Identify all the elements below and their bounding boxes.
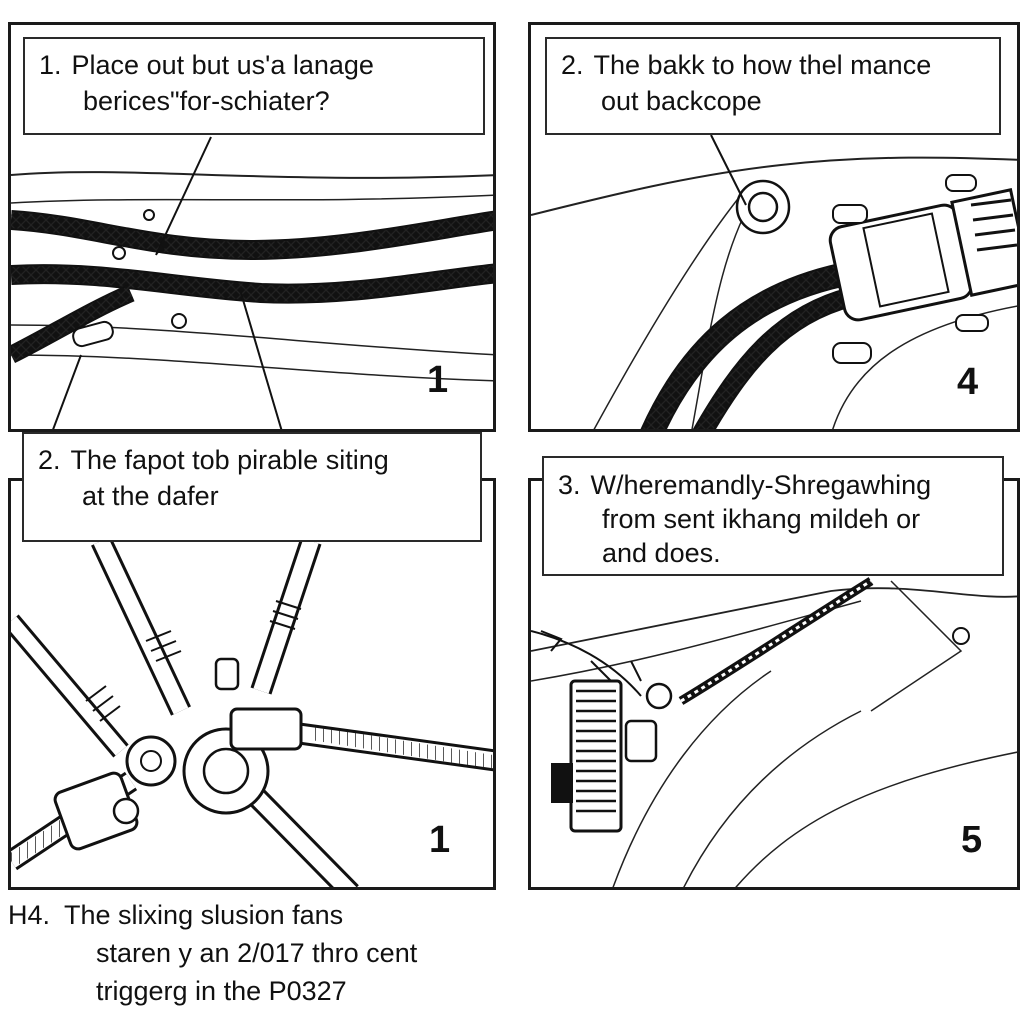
caption-box: 2. The fapot tob pirable siting at the da… [22,432,482,542]
connector-illustration [531,134,1017,429]
step-number: 1. [39,50,62,80]
footer-line: The slixing slusion fans [64,900,344,930]
caption-box: 1. Place out but us'a lanage berices"for-… [23,37,485,135]
caption-line: The fapot tob pirable siting [70,445,389,475]
panel-bottom-left: 1 [8,478,496,890]
panel-number: 5 [961,819,983,861]
panel-top-left: 1. Place out but us'a lanage berices"for-… [8,22,496,432]
caption-line: from sent ikhang mildeh or [602,504,921,534]
wiring-connector-illustration [531,577,1017,887]
caption-line: W/heremandly-Shregawhing [590,470,932,500]
step-number: 2. [38,445,61,475]
caption-box: 3. W/heremandly-Shregawhing from sent ikh… [542,456,1004,576]
panel-number: 1 [429,819,451,861]
footer-line: staren y an 2/017 thro cent [96,938,418,968]
panel-number: 4 [957,361,979,403]
footer-step: H4. The slixing slusion fans staren y an … [8,896,417,1010]
caption-line: berices"for-schiater? [83,86,330,116]
caption-line: out backcope [601,86,762,116]
panel-top-right: 2. The bakk to how thel mance out backcop… [528,22,1020,432]
caption-line: Place out but us'a lanage [71,50,374,80]
caption-box: 2. The bakk to how thel mance out backcop… [545,37,1001,135]
footer-line: triggerg in the P0327 [96,976,347,1006]
panel-number: 1 [427,359,449,401]
caption-line: and does. [602,538,721,568]
caption-line: The bakk to how thel mance [593,50,932,80]
hose-junction-illustration [11,536,493,887]
wiring-harness-illustration [11,136,493,429]
step-number: 2. [561,50,584,80]
step-number: H4. [8,900,51,930]
step-number: 3. [558,470,581,500]
caption-line: at the dafer [82,481,219,511]
